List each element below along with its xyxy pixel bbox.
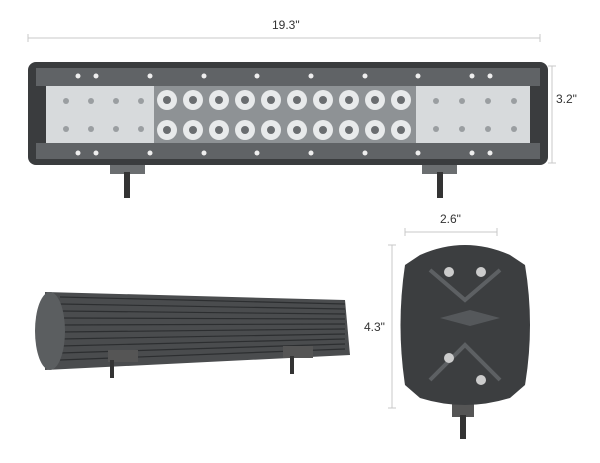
heat-sink-fin xyxy=(59,310,346,315)
reflector-led xyxy=(113,98,119,104)
led-lens xyxy=(241,126,249,134)
bolt-hole xyxy=(75,150,81,156)
heat-sink-fin xyxy=(59,317,346,320)
reflector-led xyxy=(88,98,94,104)
heat-sink-fin xyxy=(59,303,346,310)
front-view-light-bar xyxy=(28,62,548,198)
heat-sink-fin xyxy=(59,338,346,347)
bolt-hole xyxy=(147,150,153,156)
reflector-led xyxy=(433,98,439,104)
height-dimension-label: 3.2" xyxy=(556,92,577,106)
reflector-led xyxy=(433,126,439,132)
led-lens xyxy=(241,96,249,104)
bolt-hole xyxy=(147,73,153,79)
reflector-led xyxy=(63,126,69,132)
reflector-led xyxy=(63,98,69,104)
bolt-hole xyxy=(93,150,99,156)
bolt-hole xyxy=(93,73,99,79)
reflector-led xyxy=(459,126,465,132)
end-width-dimension-label: 2.6" xyxy=(440,212,461,226)
led-lens xyxy=(215,126,223,134)
led-lens xyxy=(371,126,379,134)
led-lens xyxy=(189,126,197,134)
bolt-hole xyxy=(75,73,81,79)
reflector-led xyxy=(511,126,517,132)
heat-sink-fin xyxy=(59,333,346,340)
bolt-hole xyxy=(415,150,421,156)
length-dimension-label: 19.3" xyxy=(272,18,300,32)
bolt-hole xyxy=(415,73,421,79)
led-lens xyxy=(345,96,353,104)
reflector-led xyxy=(138,98,144,104)
heat-sink-fin xyxy=(59,323,346,326)
led-lens xyxy=(397,96,405,104)
led-lens xyxy=(267,126,275,134)
led-lens xyxy=(215,96,223,104)
end-height-dimension-label: 4.3" xyxy=(364,320,385,334)
bolt-hole xyxy=(308,73,314,79)
bolt-hole xyxy=(487,73,493,79)
reflector-led xyxy=(138,126,144,132)
heat-sink-fin xyxy=(59,328,346,333)
led-lens xyxy=(319,126,327,134)
led-lens xyxy=(345,126,353,134)
bolt-hole xyxy=(469,73,475,79)
side-view-light-bar xyxy=(35,292,350,378)
bolt-hole xyxy=(254,73,260,79)
led-lens xyxy=(163,126,171,134)
dimension-lines xyxy=(27,34,556,409)
bolt-hole xyxy=(487,150,493,156)
reflector-led xyxy=(485,126,491,132)
reflector-led xyxy=(459,98,465,104)
led-lens xyxy=(163,96,171,104)
led-lens xyxy=(371,96,379,104)
led-lens xyxy=(319,96,327,104)
led-lens xyxy=(397,126,405,134)
bolt-hole xyxy=(254,150,260,156)
led-lens xyxy=(189,96,197,104)
heat-sink-fin xyxy=(59,343,346,354)
bolt-hole xyxy=(362,150,368,156)
bolt-hole xyxy=(362,73,368,79)
bolt-hole xyxy=(469,150,475,156)
bolt-hole xyxy=(308,150,314,156)
end-view-light-bar xyxy=(400,245,530,439)
bolt-hole xyxy=(201,150,207,156)
heat-sink-fin xyxy=(59,296,346,305)
reflector-led xyxy=(485,98,491,104)
reflector-led xyxy=(88,126,94,132)
reflector-led xyxy=(113,126,119,132)
led-lens xyxy=(293,126,301,134)
led-lens xyxy=(267,96,275,104)
led-lens xyxy=(293,96,301,104)
reflector-led xyxy=(511,98,517,104)
bolt-hole xyxy=(201,73,207,79)
